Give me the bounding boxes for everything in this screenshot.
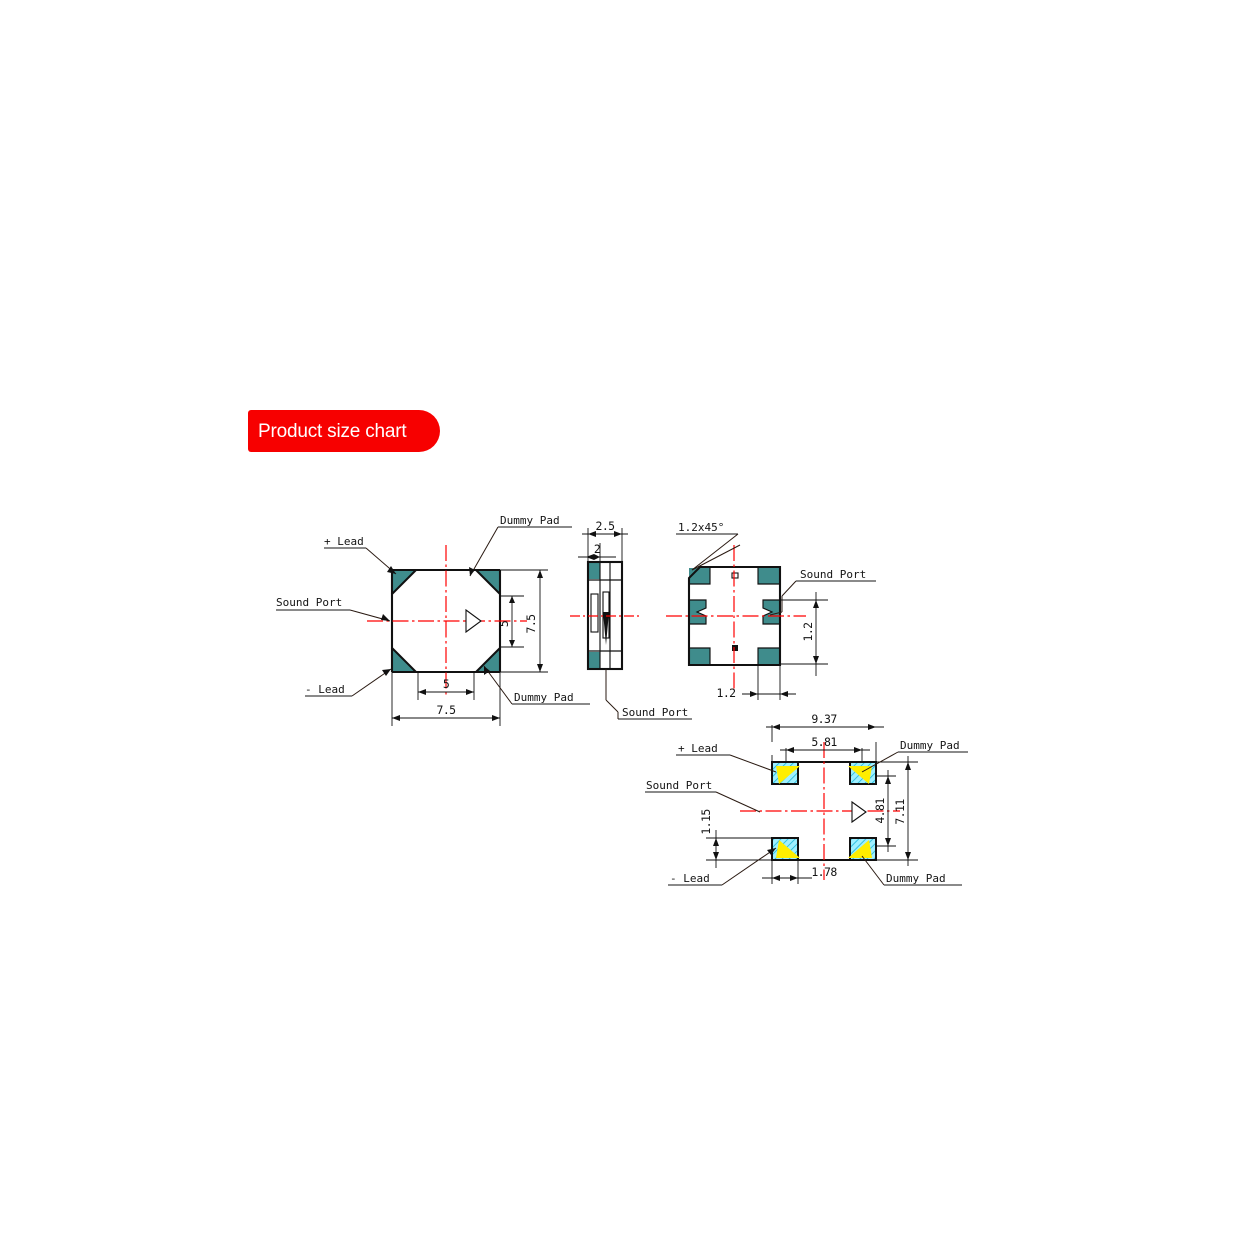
dim-label-pad-height: 1.2 [801, 623, 815, 642]
pad-edge-tl [689, 567, 711, 585]
dim-label-pad-pitch-x: 5.81 [811, 735, 837, 749]
dim-label-pad-width: 1.2 [717, 686, 736, 700]
pad-edge-tr [757, 567, 780, 585]
leader-sound-port-side-view: Sound Port [605, 669, 692, 720]
label-minus-lead-footprint: - Lead [670, 872, 710, 885]
label-sound-port-footprint: Sound Port [646, 779, 712, 792]
dim-width-overall-top-view: 7.5 [391, 672, 501, 726]
dim-thickness-inner-side-view: 2 [578, 542, 616, 560]
leader-sound-port-footprint: Sound Port [645, 779, 761, 813]
leader-minus-lead-footprint: - Lead [668, 847, 777, 886]
side-view-internals [588, 562, 622, 669]
corner-edge-tl [390, 568, 416, 594]
leader-chamfer-note: 1.2x45° [676, 521, 741, 571]
dim-label-width-overall: 7.5 [437, 703, 456, 717]
dim-label-height-inner: 5 [497, 621, 511, 627]
dim-label-pad-height-footprint: 1.15 [699, 809, 713, 834]
label-dummy-pad-1: Dummy Pad [500, 514, 560, 527]
label-plus-lead-footprint: + Lead [678, 742, 718, 755]
footprint-pad-bottom-left [771, 837, 800, 861]
label-dummy-pad-2: Dummy Pad [514, 691, 574, 704]
label-sound-port-side-view: Sound Port [622, 706, 688, 719]
dim-thickness-overall-side-view: 2.5 [582, 519, 628, 537]
banner-label: Product size chart [258, 420, 407, 442]
dim-height-overall-top-view: 7.5 [500, 569, 548, 673]
dim-label-pad-width-footprint: 1.78 [811, 865, 837, 879]
dim-pad-height-footprint: 1.15 [699, 809, 772, 868]
corner-edge-bl [390, 648, 416, 674]
footprint-pad-bottom-right [848, 837, 877, 861]
product-size-chart-banner: Product size chart [248, 410, 440, 452]
dim-overall-height-footprint: 7.11 [876, 756, 918, 866]
leader-minus-lead-top-view: - Lead [305, 668, 392, 697]
label-sound-port-bottom-view: Sound Port [800, 568, 866, 581]
dim-label-overall-height: 7.11 [893, 799, 907, 825]
leader-sound-port-bottom-view: Sound Port [769, 568, 876, 616]
notch-left [689, 599, 707, 625]
leader-plus-lead-top-view: + Lead [324, 535, 397, 575]
footprint-pad-top-right [848, 761, 877, 785]
side-pad-top-left [589, 563, 600, 579]
label-dummy-pad-footprint-1: Dummy Pad [900, 739, 960, 752]
view-bottom: 1.2x45° Sound Port 1.2 1.2 [666, 521, 876, 700]
dim-height-inner-top-view: 5 [497, 595, 524, 648]
label-sound-port: Sound Port [276, 596, 342, 609]
dim-label-thickness-inner: 2 [594, 542, 600, 556]
dim-overall-width-footprint: 9.37 [766, 712, 884, 762]
dim-pad-height-bottom-view: 1.2 [780, 592, 828, 676]
view-footprint: 9.37 5.81 1.78 7.11 [645, 712, 968, 886]
sound-port-symbol-top-view [465, 608, 482, 634]
mark-bottom [732, 645, 738, 651]
view-top: 5 7.5 5 7.5 [276, 514, 590, 726]
mark-top [731, 572, 739, 579]
body-outline-bottom-view [687, 565, 782, 667]
sound-port-symbol-footprint [851, 800, 867, 824]
dim-label-thickness-overall: 2.5 [596, 519, 615, 533]
leader-sound-port-top-view: Sound Port [276, 596, 391, 622]
label-minus-lead: - Lead [305, 683, 345, 696]
dim-label-pad-pitch-y: 4.81 [873, 798, 887, 824]
corner-edge-tr [476, 568, 502, 594]
leader-dummy-pad-top-view-2: Dummy Pad [483, 665, 590, 705]
dim-pad-width-footprint: 1.78 [762, 860, 838, 884]
notch-right [762, 599, 780, 625]
label-dummy-pad-footprint-2: Dummy Pad [886, 872, 946, 885]
dim-pad-width-bottom-view: 1.2 [717, 665, 796, 700]
dim-label-overall-width: 9.37 [811, 712, 837, 726]
leader-dummy-pad-footprint-2: Dummy Pad [861, 855, 962, 886]
dim-pad-pitch-x-footprint: 5.81 [780, 735, 870, 762]
pad-edge-bl [689, 647, 711, 665]
pad-edge-br [757, 647, 780, 665]
label-plus-lead: + Lead [324, 535, 364, 548]
footprint-pad-top-left [771, 761, 800, 785]
view-side: 2.5 2 Sound Port [570, 519, 692, 720]
leader-dummy-pad-footprint-1: Dummy Pad [861, 739, 968, 773]
label-chamfer-note: 1.2x45° [678, 521, 724, 534]
dim-label-height-overall: 7.5 [524, 615, 538, 634]
leader-dummy-pad-top-view-1: Dummy Pad [469, 514, 572, 577]
dim-width-inner-top-view: 5 [417, 672, 475, 700]
dim-label-width-inner: 5 [443, 677, 449, 691]
dim-pad-pitch-y-footprint: 4.81 [873, 770, 896, 852]
leader-plus-lead-footprint: + Lead [676, 742, 777, 773]
side-pad-bottom-left [589, 652, 600, 668]
